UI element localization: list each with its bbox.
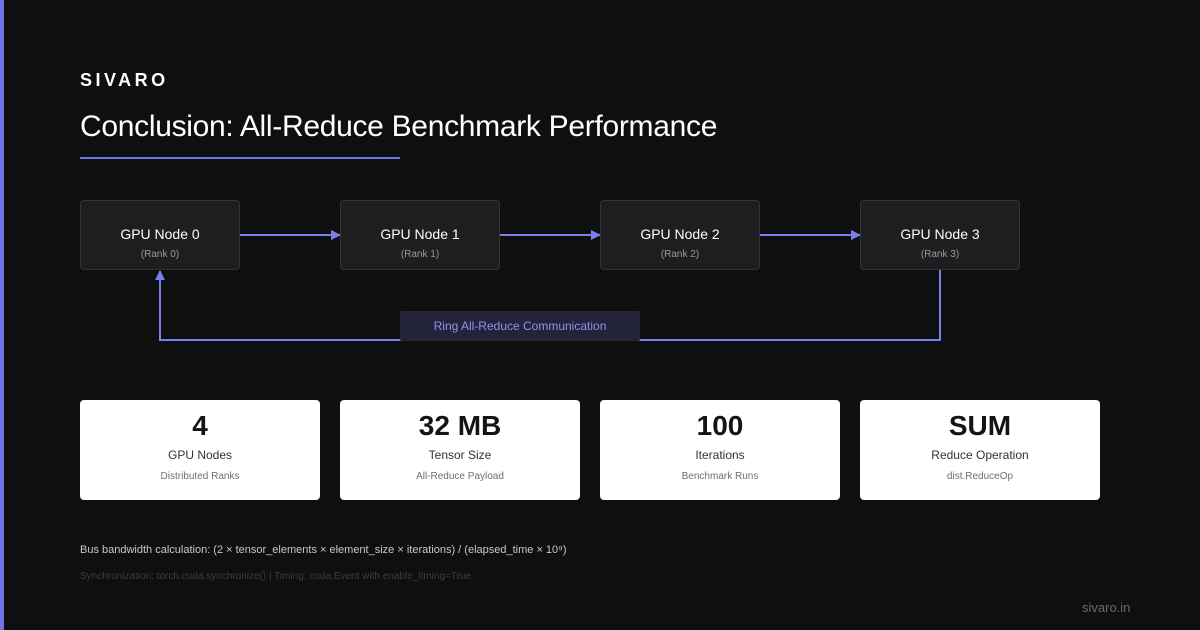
gpu-node-0: GPU Node 0 (Rank 0) [80,200,240,270]
node-title: GPU Node 3 [900,226,980,242]
stat-sublabel: All-Reduce Payload [416,471,504,482]
node-title: GPU Node 0 [120,226,200,242]
stat-value: 32 MB [418,410,502,441]
left-accent-bar [0,0,4,630]
page-title: Conclusion: All-Reduce Benchmark Perform… [80,110,718,143]
stat-card-reduce-operation: SUM Reduce Operation dist.ReduceOp [860,400,1100,500]
stat-value: 4 [192,410,208,441]
stat-card-tensor-size: 32 MB Tensor Size All-Reduce Payload [340,400,580,500]
node-title: GPU Node 2 [640,226,720,242]
stat-card-gpu-nodes: 4 GPU Nodes Distributed Ranks [80,400,320,500]
stat-sublabel: Distributed Ranks [160,471,240,482]
stat-sublabel: dist.ReduceOp [946,471,1014,482]
node-rank: (Rank 1) [400,249,440,260]
stat-label: Reduce Operation [931,448,1029,462]
node-rank: (Rank 0) [140,249,180,260]
gpu-node-1: GPU Node 1 (Rank 1) [340,200,500,270]
gpu-node-3: GPU Node 3 (Rank 3) [860,200,1020,270]
stat-value: 100 [696,410,744,441]
brand-logo: SIVARO [80,70,169,90]
gpu-node-2: GPU Node 2 (Rank 2) [600,200,760,270]
stat-sublabel: Benchmark Runs [681,471,759,482]
node-rank: (Rank 2) [660,249,700,260]
node-rank: (Rank 3) [920,249,960,260]
timing-footnote: Synchronization: torch.cuda.synchronize(… [80,571,472,582]
site-url: sivaro.in [1082,600,1131,615]
stat-label: Iterations [695,448,745,462]
title-underline [80,157,400,159]
stat-label: GPU Nodes [167,448,233,462]
bandwidth-formula: Bus bandwidth calculation: (2 × tensor_e… [80,544,567,556]
ring-communication-label: Ring All-Reduce Communication [400,311,640,341]
node-title: GPU Node 1 [380,226,460,242]
stat-label: Tensor Size [428,448,492,462]
stat-card-iterations: 100 Iterations Benchmark Runs [600,400,840,500]
stat-value: SUM [948,410,1012,441]
